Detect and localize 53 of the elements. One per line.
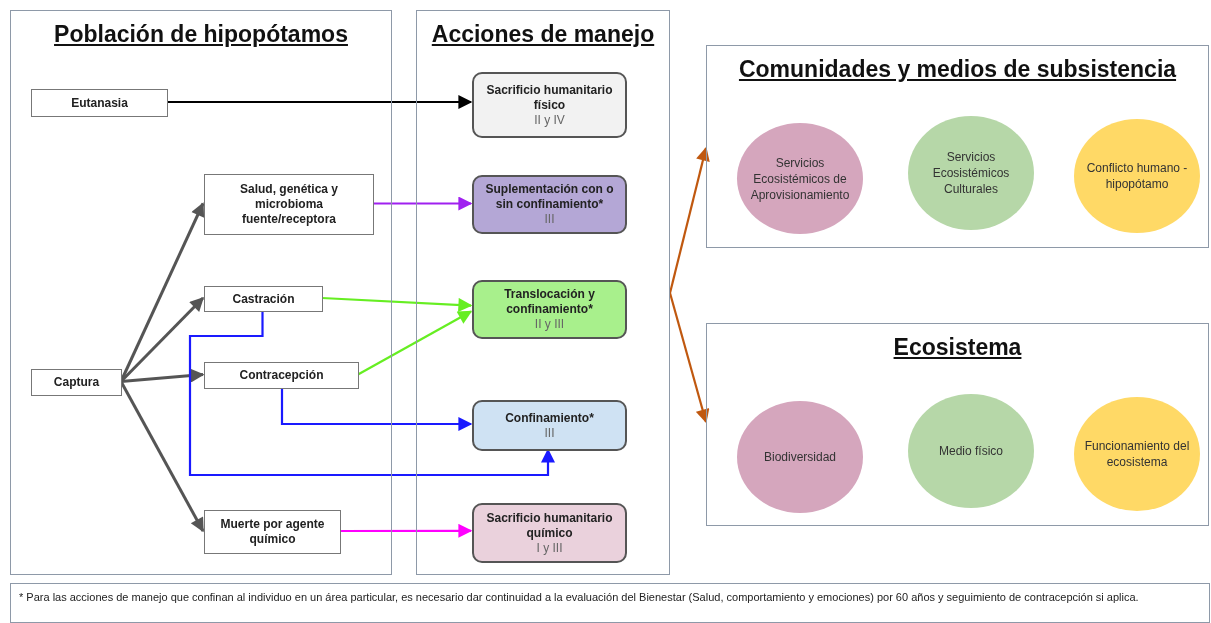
arrow (321, 296, 473, 312)
arrow (373, 196, 473, 211)
node-label: Sacrificio humanitario físico (485, 82, 614, 113)
arrow (340, 523, 473, 538)
section-panel (10, 10, 392, 575)
action-box (472, 175, 627, 234)
category-label: III (544, 425, 555, 441)
action-box (472, 72, 627, 138)
node-label: Eutanasia (71, 95, 128, 111)
process-box (204, 286, 323, 312)
arrow (668, 292, 710, 424)
arrow (120, 368, 205, 383)
node-label: Muerte por agente químico (219, 517, 326, 547)
category-label: II y IV (534, 112, 565, 128)
arrow (668, 146, 710, 294)
node-label: Captura (53, 375, 100, 390)
node-label: Biodiversidad (763, 449, 836, 465)
arrow (280, 388, 473, 431)
section-panel (706, 45, 1209, 248)
footnote-box (10, 583, 1210, 623)
section-panel (706, 323, 1209, 526)
process-box (204, 362, 359, 389)
section-heading: Acciones de manejo (431, 20, 655, 49)
action-box (472, 280, 627, 339)
action-box (472, 503, 627, 563)
node-label: Servicios Ecosistémicos de Aprovisionamiento (749, 154, 851, 203)
node-label: Confinamiento* (505, 410, 594, 426)
action-box (472, 400, 627, 451)
node-label: Sacrificio humanitario químico (485, 510, 614, 541)
node-label: * Para las acciones de manejo que confinan al individuo en un área particular, es necesario dar continuidad a la evaluación del Bienestar (Salud, comportamiento y emociones) por 60 años y seguimiento de contracepción si aplica. (19, 591, 1139, 603)
section-heading: Ecosistema (893, 333, 1022, 362)
node-label: Funcionamiento del ecosistema (1083, 438, 1191, 470)
process-box (31, 369, 122, 396)
section-panel (416, 10, 670, 575)
node-label: Translocación y confinamiento* (503, 287, 596, 317)
section-heading: Población de hipopótamos (54, 20, 348, 49)
arrow (188, 311, 555, 477)
process-box (204, 174, 374, 235)
node-label: Contracepción (239, 368, 324, 383)
category-label: I y III (536, 540, 563, 556)
node-label: Suplementación con o sin confinamiento* (484, 182, 615, 212)
process-box (204, 510, 341, 554)
category-label: III (544, 212, 555, 227)
node-label: Medio físico (939, 443, 1003, 459)
node-label: Salud, genética y microbioma fuente/receptora (238, 182, 339, 227)
process-box (31, 89, 168, 117)
node-label: Castración (232, 291, 295, 307)
arrow (357, 310, 473, 376)
category-label: II y III (534, 317, 565, 332)
node-label: Servicios Ecosistémicos Culturales (931, 149, 1011, 197)
section-heading: Comunidades y medios de subsistencia (738, 55, 1177, 84)
node-label: Conflicto humano - hipopótamo (1085, 160, 1189, 192)
arrow (167, 95, 473, 109)
